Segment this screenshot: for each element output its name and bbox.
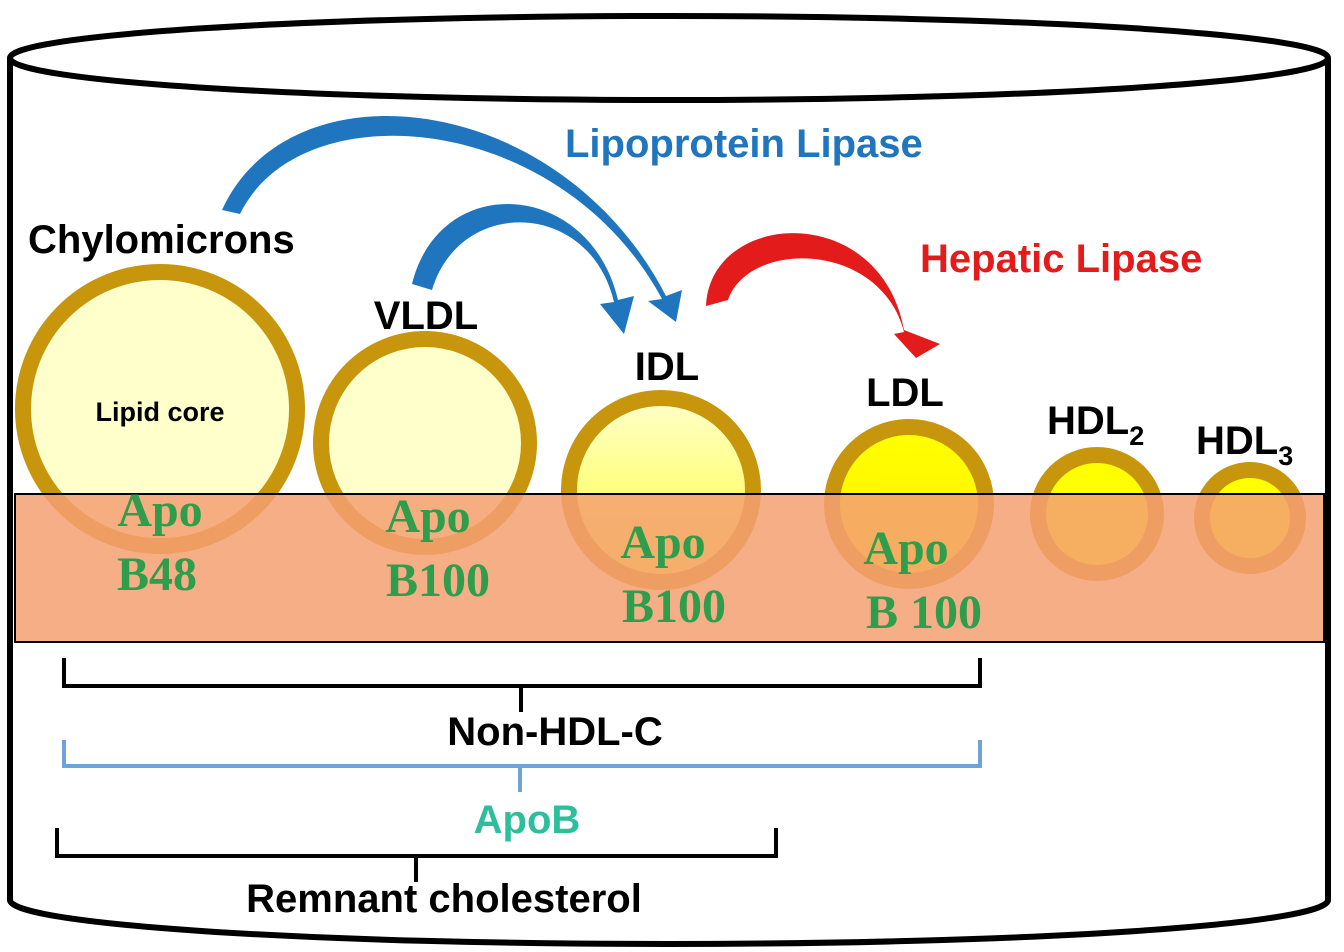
lipoprotein-lipase-arrow-small bbox=[412, 203, 634, 334]
apolipoprotein-band bbox=[14, 493, 1325, 643]
apo-b48-label-line1: Apo bbox=[117, 484, 202, 537]
apob-label: ApoB bbox=[474, 798, 581, 842]
vldl-apo-label-line2: B100 bbox=[386, 554, 490, 607]
remnant-cholesterol-label: Remnant cholesterol bbox=[246, 877, 642, 921]
ldl-apo-label-line2: B 100 bbox=[866, 586, 982, 639]
remnant-cholesterol-bracket bbox=[55, 828, 778, 882]
lipoprotein-lipase-label: Lipoprotein Lipase bbox=[565, 122, 923, 166]
non-hdl-c-label: Non-HDL-C bbox=[447, 710, 663, 754]
vldl-label: VLDL bbox=[374, 294, 478, 338]
ldl-apo-label-line1: Apo bbox=[863, 522, 948, 575]
hepatic-lipase-label: Hepatic Lipase bbox=[920, 237, 1202, 281]
hepatic-lipase-arrow bbox=[706, 233, 940, 358]
lipid-core-label: Lipid core bbox=[95, 397, 224, 427]
idl-apo-label-line1: Apo bbox=[620, 516, 705, 569]
idl-apo-label-line2: B100 bbox=[622, 580, 726, 633]
non-hdl-c-bracket bbox=[62, 658, 982, 712]
idl-label: IDL bbox=[635, 345, 699, 389]
ldl-label: LDL bbox=[866, 371, 944, 415]
hdl3-label: HDL3 bbox=[1196, 419, 1293, 471]
hdl2-label: HDL2 bbox=[1047, 399, 1144, 451]
apo-b48-label-line2: B48 bbox=[117, 548, 197, 601]
apob-bracket bbox=[62, 740, 982, 792]
vldl-apo-label-line1: Apo bbox=[385, 490, 470, 543]
chylomicrons-label: Chylomicrons bbox=[28, 218, 295, 262]
